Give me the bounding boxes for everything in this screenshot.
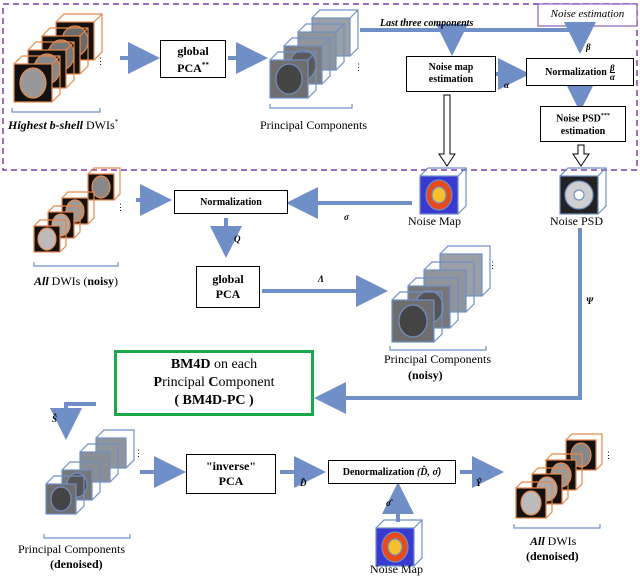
- s-hat-label: Ŝ: [52, 414, 58, 424]
- inverse-line1: "inverse": [206, 459, 256, 473]
- bracket-bottom-dwi: [513, 524, 601, 529]
- svg-text:⋮: ⋮: [604, 450, 613, 460]
- arrow-last-three: [360, 22, 596, 54]
- noise-psd-estimation-box: Noise PSD*** estimation: [540, 106, 626, 142]
- all-dwis-noisy-label: All DWIs (noisy): [34, 274, 119, 288]
- bracket-top-dwi: [11, 108, 101, 113]
- sigma-label: σ: [344, 212, 349, 222]
- dwi-stack-middle: [33, 167, 121, 253]
- global-pca-box-mid: global PCA: [196, 266, 260, 308]
- svg-text:⋮: ⋮: [134, 448, 143, 458]
- pc-top-label: Principal Components: [260, 118, 367, 132]
- pc-stack-denoised: [45, 429, 135, 515]
- y-hat-label: Ŷ: [476, 478, 482, 488]
- noise-map-bottom-label: Noise Map: [370, 562, 423, 576]
- bracket-mid-dwi: [33, 262, 119, 267]
- psi-label: Ψ: [586, 296, 594, 306]
- normalization-box-top: Normalization β α: [526, 58, 634, 86]
- pc-denoised-label: Principal Components: [18, 542, 125, 556]
- global-pca-mid-line2: PCA: [215, 287, 241, 301]
- arrow-bm4d-to-pc: [50, 402, 96, 440]
- bm4d-box: BM4D on each Principal Component ( BM4D-…: [114, 350, 314, 416]
- noise-psd-line2: estimation: [560, 125, 606, 137]
- pc-denoised-sub: (denoised): [50, 557, 103, 571]
- arrow-psd-to-bm4d: [314, 228, 582, 414]
- denorm-args: (D̂, σ̂): [416, 466, 442, 478]
- pc-stack-noisy: [391, 245, 491, 343]
- noise-map-cube: [419, 167, 467, 215]
- inverse-pca-box: "inverse" PCA: [186, 454, 276, 494]
- sigma-hat-label: σ̂: [386, 498, 391, 508]
- q-label: Q: [234, 234, 241, 244]
- bracket-bottom-pc: [43, 534, 131, 539]
- normalization-top-label: Normalization: [545, 66, 607, 78]
- inverse-line2: PCA: [218, 474, 244, 488]
- all-dwis-denoised-label: All DWIs: [530, 534, 577, 548]
- noise-estimation-title: Noise estimation: [550, 8, 625, 20]
- svg-text:⋮: ⋮: [354, 62, 363, 72]
- noise-psd-label: Noise PSD: [550, 214, 604, 228]
- denormalization-box: Denormalization (D̂, σ̂): [328, 460, 456, 484]
- lambda-label: Λ: [318, 274, 325, 284]
- hollow-arrow-psd: [572, 144, 590, 167]
- normalization-box-mid: Normalization: [174, 190, 288, 214]
- global-pca-top-line1: global: [177, 43, 209, 58]
- bm4d-line1: BM4D on each: [170, 357, 258, 372]
- beta-label: β: [586, 42, 591, 52]
- global-pca-top-line2: PCA**: [177, 60, 209, 75]
- all-dwis-denoised-sub: (denoised): [526, 549, 579, 563]
- pc-noisy-label: Principal Components: [384, 352, 491, 366]
- bracket-top-pc: [269, 104, 353, 109]
- dwi-stack-denoised: [515, 433, 603, 519]
- highest-bshell-label: Highest b-shell DWIs*: [8, 118, 119, 132]
- last-three-label: Last three components: [380, 18, 474, 29]
- svg-text:⋮: ⋮: [96, 56, 105, 66]
- global-pca-box-top: global PCA**: [160, 40, 226, 78]
- hollow-arrow-noisemap: [438, 94, 456, 167]
- d-hat-label: D̂: [300, 478, 307, 488]
- bracket-mid-pc: [389, 346, 487, 351]
- normalization-fraction: β α: [609, 62, 615, 82]
- noise-map-est-line1: Noise map: [428, 62, 474, 73]
- bm4d-line2: Principal Component: [153, 375, 275, 390]
- noise-map-cube-bottom: [375, 519, 423, 567]
- noise-map-label: Noise Map: [408, 214, 461, 228]
- pc-stack-top: [269, 9, 359, 99]
- svg-text:⋮: ⋮: [488, 260, 497, 270]
- dwi-stack-top: [13, 13, 103, 103]
- noise-map-est-line2: estimation: [428, 74, 474, 85]
- noise-psd-cube: [559, 167, 607, 215]
- global-pca-mid-line1: global: [212, 272, 244, 286]
- svg-text:⋮: ⋮: [116, 202, 125, 212]
- denorm-label: Denormalization: [342, 466, 415, 478]
- alpha-label: α: [504, 80, 509, 90]
- pc-noisy-sub: (noisy): [408, 368, 443, 382]
- noise-psd-line1: Noise PSD***: [556, 113, 610, 125]
- noise-map-estimation-box: Noise map estimation: [406, 56, 496, 92]
- bm4d-line3: ( BM4D-PC ): [174, 393, 254, 408]
